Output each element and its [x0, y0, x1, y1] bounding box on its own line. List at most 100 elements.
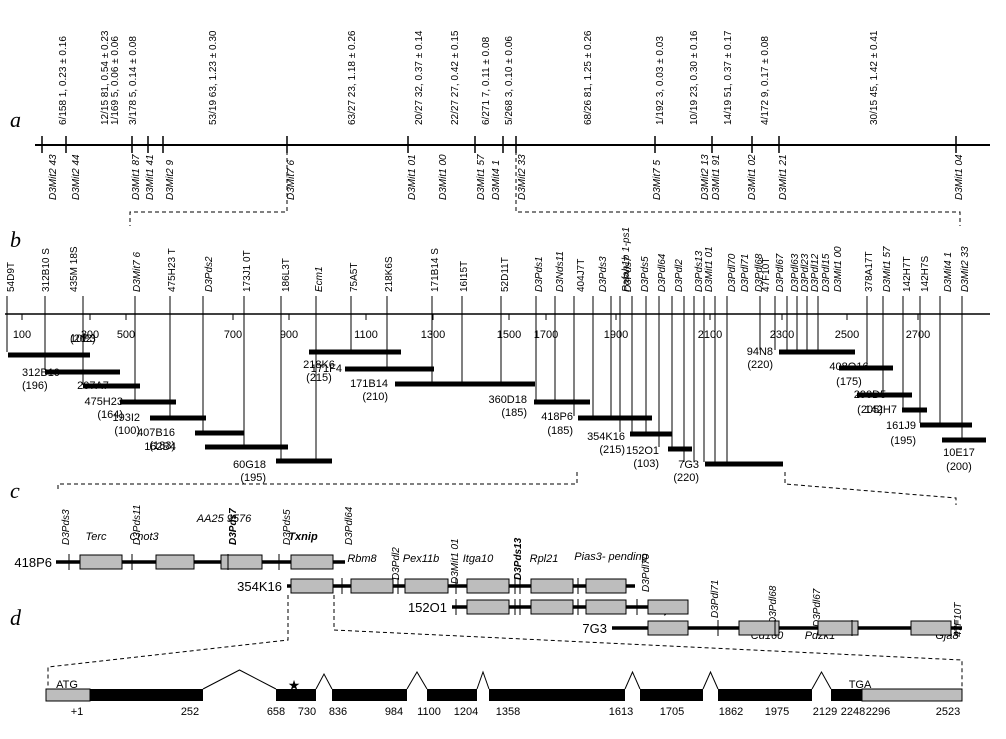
genetic-marker-label: D3Mit1 87	[131, 154, 142, 200]
bac-clone-bar	[779, 349, 855, 355]
bac-clone-name: 10E17	[943, 447, 975, 459]
genetic-marker-label: D3Mit1 04	[954, 154, 965, 200]
gene-marker-label: D3Pdl68	[768, 585, 779, 624]
gene-box	[910, 620, 952, 636]
bac-clone-size: (215)	[599, 444, 625, 456]
scale-label: 2300	[770, 329, 794, 341]
physical-marker-label: 142H7S	[920, 256, 931, 292]
recombination-interval-label: 6/158 1, 0.23 ± 0.16	[58, 36, 69, 125]
recombination-interval-label: 22/27 27, 0.42 ± 0.15	[450, 30, 461, 125]
recombination-interval-label: 63/27 23, 1.18 ± 0.26	[347, 30, 358, 125]
recombination-interval-label: 12/15 81, 0.54 ± 0.23	[100, 30, 111, 125]
bac-clone-bar	[150, 415, 206, 421]
exon	[427, 689, 477, 701]
gene-label: Cnot3	[129, 531, 159, 543]
scale-label: 300	[81, 329, 99, 341]
bac-clone-size: (100)	[114, 425, 140, 437]
bac-clone-bar	[839, 365, 893, 371]
intron	[202, 669, 277, 690]
physical-marker-label: 378A17T	[864, 251, 875, 292]
gene-marker-label: D3Pds7	[228, 508, 239, 545]
gene-box	[290, 554, 334, 570]
bac-clone-name: 407B16	[137, 427, 175, 439]
genetic-marker-label: D3Mit2 43	[48, 154, 59, 200]
gene-box	[404, 578, 449, 594]
gene-label: Pex11b	[403, 553, 440, 565]
scale-label: 700	[224, 329, 242, 341]
bac-clone-bar	[578, 415, 652, 421]
physical-marker-label: 16I15T	[459, 261, 470, 292]
bac-clone-bar	[630, 431, 672, 437]
recombination-interval-label: 4/172 9, 0.17 ± 0.08	[760, 36, 771, 125]
bac-clone-size: (195)	[240, 472, 266, 484]
connector-b-c-right	[784, 472, 957, 505]
bac-clone-name: 60G18	[233, 459, 266, 471]
bac-clone-bar	[668, 446, 692, 452]
gene-box	[290, 578, 334, 594]
physical-marker-label: D3Pdl64	[657, 253, 668, 292]
physical-marker-label: 52D11T	[500, 257, 511, 292]
bac-clone-bar	[534, 399, 590, 405]
gene-box	[530, 578, 574, 594]
star-icon: ★	[288, 677, 301, 693]
scale-label: 100	[13, 329, 31, 341]
intron	[624, 670, 641, 690]
bac-clone-bar	[705, 461, 783, 467]
physical-marker-label: D3Mit4 1	[943, 252, 954, 292]
bac-clone-name: 7G3	[678, 459, 699, 471]
intron	[315, 672, 333, 690]
gene-label: AA25 9576	[196, 513, 252, 525]
genetic-marker-label: D3Mit1 91	[711, 154, 722, 200]
gene-box	[220, 554, 263, 570]
nucleotide-position-label: 984	[385, 706, 403, 718]
bac-clone-bar	[276, 458, 332, 464]
bac-clone-bar	[920, 422, 972, 428]
recombination-interval-label: 5/268 3, 0.10 ± 0.06	[504, 36, 515, 125]
3-utr	[861, 688, 963, 702]
panel-a-ticks	[41, 136, 957, 153]
recombination-interval-label: 30/15 45, 1.42 ± 0.41	[869, 30, 880, 125]
physical-marker-label: D3Pds3	[598, 256, 609, 292]
physical-marker-label: Ecm1	[314, 266, 325, 292]
physical-marker-label: D3Mit1 01	[704, 246, 715, 292]
physical-marker-label: D3Pdl23	[800, 253, 811, 292]
physical-marker-label: 218K6S	[384, 256, 395, 292]
bac-clone-name: 218K6	[303, 359, 335, 371]
physical-marker-label: 404J7T	[576, 259, 587, 292]
scale-label: 900	[280, 329, 298, 341]
scale-label: 2500	[835, 329, 859, 341]
gene-box	[647, 620, 689, 636]
exon	[831, 689, 862, 701]
bac-clone-name: 152O1	[626, 445, 659, 457]
gene-marker-label: D3Pdl64	[344, 506, 355, 545]
gene-marker-label: D3Pdl67	[812, 588, 823, 627]
physical-marker-label: D3Pdl63	[790, 253, 801, 292]
bac-clone-bar	[45, 369, 120, 375]
genetic-marker-label: D3Mit2 44	[71, 154, 82, 200]
intron	[702, 670, 719, 690]
gene-label: Pias3- pending	[574, 551, 648, 563]
exon	[276, 689, 316, 701]
bac-clone-size: (210)	[362, 391, 388, 403]
bac-clone-name: 94N8	[747, 346, 773, 358]
bac-clone-bar	[195, 430, 244, 436]
nucleotide-position-label: 2523	[936, 706, 960, 718]
connector-c-d-right	[333, 595, 963, 690]
gene-box	[79, 554, 123, 570]
start-codon-label: ATG	[56, 679, 78, 691]
nucleotide-position-label: 2296	[866, 706, 890, 718]
gene-marker-label: 47F10T	[953, 602, 964, 637]
bac-clone-bar	[120, 399, 176, 405]
bac-clone-name: 475H23	[84, 396, 123, 408]
connector-c-d-left	[47, 595, 289, 690]
gene-marker-label: D3Pds11	[132, 505, 143, 545]
bac-clone-size: (175)	[836, 376, 862, 388]
panel-b-clone-contig: 10E3(202)312B10(196)207A7475H23(164)193I…	[6, 314, 986, 484]
scale-label: 1900	[604, 329, 628, 341]
gene-box	[466, 599, 510, 615]
bac-clone-size: (183)	[149, 440, 175, 452]
recombination-interval-label: 6/271 7, 0.11 ± 0.08	[481, 36, 492, 125]
